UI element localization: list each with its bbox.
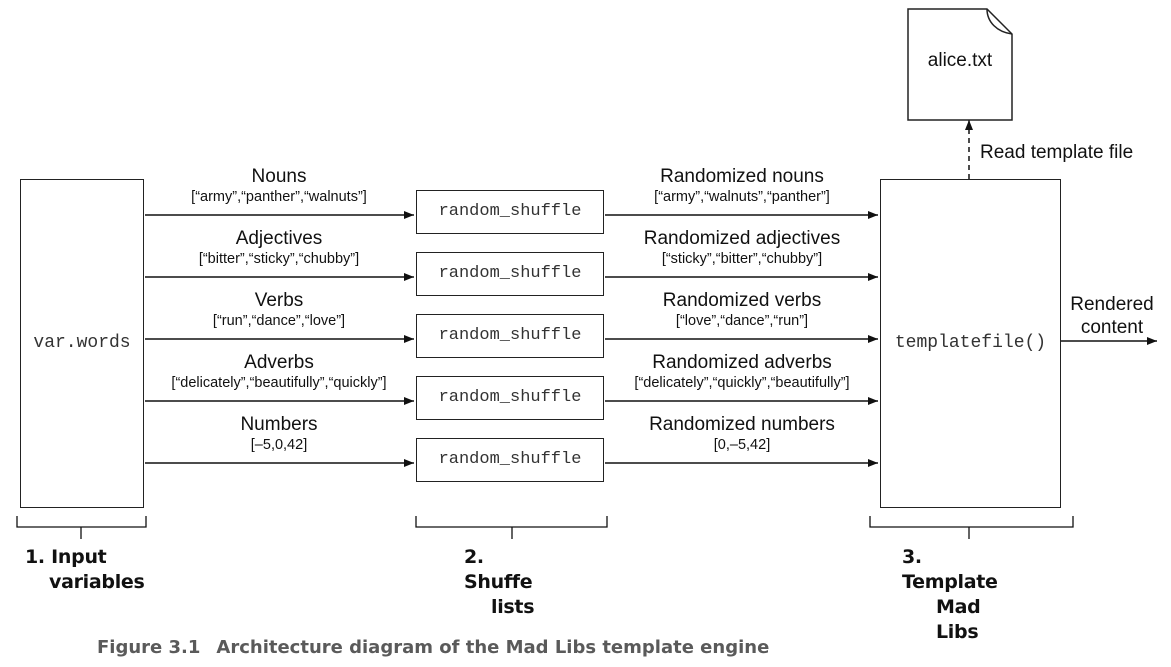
output-list-values: [“delicately”,“quickly”,“beautifully”] bbox=[634, 375, 850, 391]
stage-label-input: 1. Input variables bbox=[25, 545, 145, 595]
input-list-values: [“delicately”,“beautifully”,“quickly”] bbox=[171, 375, 387, 391]
output-list-title: Randomized adjectives bbox=[643, 228, 841, 249]
figure-caption: Figure 3.1 Architecture diagram of the Ma… bbox=[97, 637, 769, 658]
input-list-title: Adverbs bbox=[244, 352, 314, 373]
stage-1-bracket bbox=[16, 516, 147, 539]
figure-caption-text: Architecture diagram of the Mad Libs tem… bbox=[216, 637, 770, 658]
stage-label-input-line2: variables bbox=[49, 571, 145, 593]
stage-label-shuffle-line2: lists bbox=[491, 596, 535, 618]
random-shuffle-box: random_shuffle bbox=[416, 252, 604, 296]
input-variables-label: var.words bbox=[33, 333, 131, 353]
rendered-content-label-line1: Rendered bbox=[1070, 294, 1154, 315]
stage-3-bracket bbox=[869, 516, 1074, 539]
stage-label-shuffle-line1: 2. Shuffe bbox=[464, 546, 533, 593]
random-shuffle-label: random_shuffle bbox=[438, 264, 582, 283]
rendered-content-label-line2: content bbox=[1080, 317, 1144, 338]
output-list-values: [0,–5,42] bbox=[713, 437, 771, 453]
stage-label-shuffle: 2. Shuffe lists bbox=[464, 545, 535, 620]
alice-file-icon bbox=[907, 8, 1013, 121]
stage-2-bracket bbox=[415, 516, 608, 539]
random-shuffle-box: random_shuffle bbox=[416, 438, 604, 482]
random-shuffle-label: random_shuffle bbox=[438, 450, 582, 469]
random-shuffle-box: random_shuffle bbox=[416, 314, 604, 358]
input-list-values: [“bitter”,“sticky”,“chubby”] bbox=[198, 251, 360, 267]
stage-label-template-line1: 3. Template bbox=[902, 546, 998, 593]
input-variables-box: var.words bbox=[20, 179, 144, 508]
read-template-label: Read template file bbox=[980, 142, 1134, 163]
output-list-title: Randomized verbs bbox=[662, 290, 822, 311]
output-list-values: [“sticky”,“bitter”,“chubby”] bbox=[661, 251, 823, 267]
output-list-title: Randomized nouns bbox=[660, 166, 824, 187]
input-list-values: [–5,0,42] bbox=[250, 437, 308, 453]
stage-label-template-line2: Mad Libs bbox=[936, 596, 981, 643]
templatefile-box: templatefile() bbox=[880, 179, 1061, 508]
input-list-title: Verbs bbox=[254, 290, 304, 311]
output-list-title: Randomized numbers bbox=[649, 414, 835, 435]
output-list-values: [“love”,“dance”,“run”] bbox=[675, 313, 809, 329]
input-list-values: [“army”,“panther”,“walnuts”] bbox=[191, 189, 367, 205]
alice-file-label: alice.txt bbox=[927, 50, 993, 71]
random-shuffle-label: random_shuffle bbox=[438, 388, 582, 407]
input-list-title: Numbers bbox=[240, 414, 318, 435]
templatefile-label: templatefile() bbox=[894, 333, 1047, 353]
random-shuffle-box: random_shuffle bbox=[416, 376, 604, 420]
figure-number: Figure 3.1 bbox=[97, 637, 201, 658]
output-list-title: Randomized adverbs bbox=[652, 352, 832, 373]
input-list-title: Nouns bbox=[251, 166, 307, 187]
random-shuffle-box: random_shuffle bbox=[416, 190, 604, 234]
random-shuffle-label: random_shuffle bbox=[438, 202, 582, 221]
stage-label-template: 3. Template Mad Libs bbox=[902, 545, 998, 645]
random-shuffle-label: random_shuffle bbox=[438, 326, 582, 345]
input-list-values: [“run”,“dance”,“love”] bbox=[212, 313, 346, 329]
output-list-values: [“army”,“walnuts”,“panther”] bbox=[654, 189, 830, 205]
stage-label-input-line1: 1. Input bbox=[25, 546, 107, 568]
input-list-title: Adjectives bbox=[235, 228, 323, 249]
